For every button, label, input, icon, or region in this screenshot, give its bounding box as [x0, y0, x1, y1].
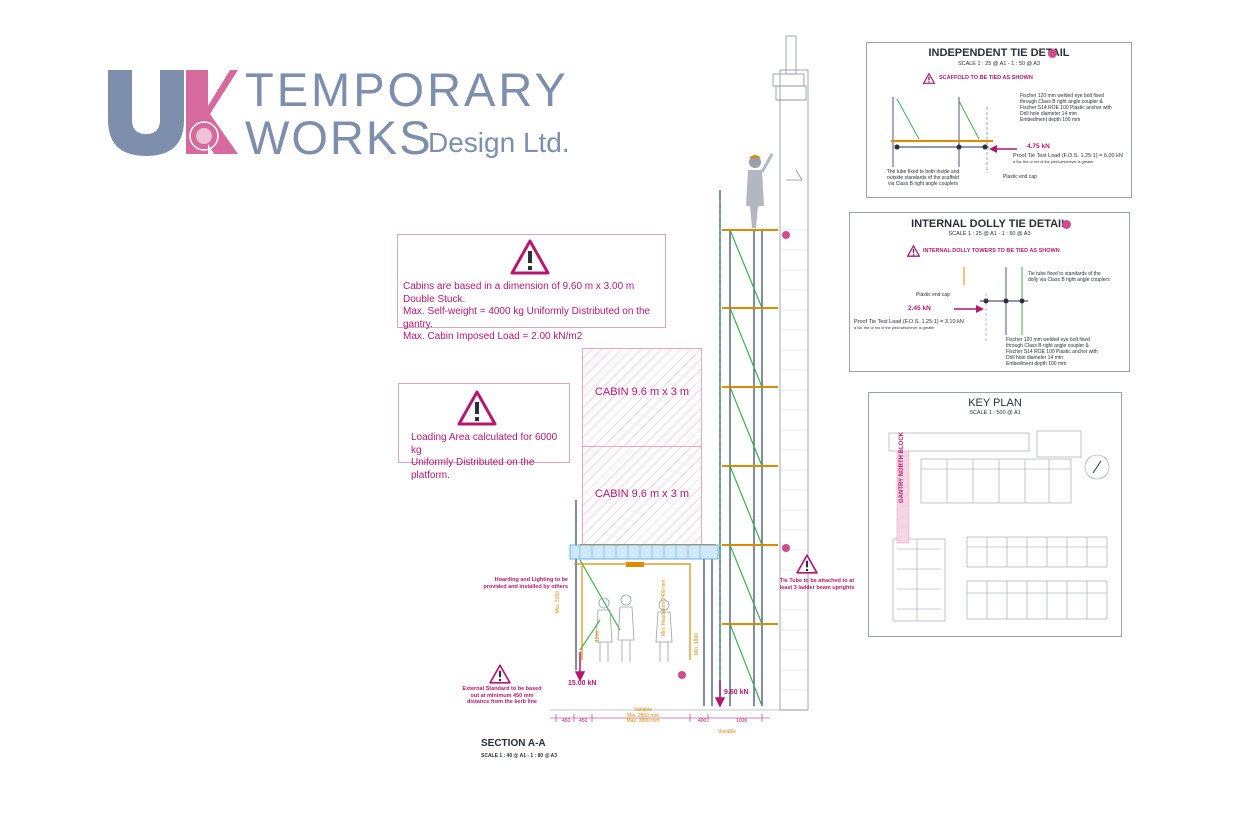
independent-tie-proof: Proof Tie Test Load (F.O.S. 1.25:1) = 6.…: [1013, 153, 1123, 165]
warning-icon: [489, 664, 511, 684]
chimney: [772, 35, 809, 711]
dim-variable-2: Variable: [718, 729, 736, 735]
dim-450-a: 450: [562, 718, 571, 724]
dolly-tie-warning: INTERNAL DOLLY TOWERS TO BE TIED AS SHOW…: [923, 248, 1060, 254]
independent-tie-proof-text: Proof Tie Test Load (F.O.S. 1.25:1) = 6.…: [1013, 153, 1123, 159]
independent-tie-plastic-cap: Plastic end cap: [1003, 174, 1037, 180]
dolly-tube-note-line2: dolly via Class B right angle couplers: [1028, 277, 1110, 283]
cabins-note-line1: Cabins are based in a dimension of 9.60 …: [403, 281, 635, 292]
dolly-tie-proof: Proof Tie Test Load (F.O.S. 1.25:1) = 3.…: [854, 319, 964, 331]
dim-variable: Variable: [634, 707, 652, 713]
warning-icon: [457, 390, 497, 426]
dim-height-left: Min. 3150: [555, 591, 561, 613]
dolly-tie-load: 2.45 kN: [908, 305, 931, 312]
cabins-note-line4: Max. Cabin Imposed Load = 2.00 kN/m2: [403, 331, 583, 342]
dim-450-b: 450: [579, 718, 588, 724]
section-drawing: [550, 35, 809, 722]
independent-tie-panel: INDEPENDENT TIE DETAIL SCALE 1 : 25 @ A1…: [866, 42, 1132, 198]
independent-tie-drawing: [891, 97, 1017, 173]
dolly-anchor-line3: Fischer S14 ROE 100 Plastic anchor with: [1006, 349, 1098, 355]
tube-note-line2: outside standards of the scaffold: [887, 175, 959, 181]
logo-text-works: WORKS: [245, 111, 433, 164]
loading-note-line1: Loading Area calculated for 6000 kg: [411, 432, 558, 456]
gantry-north-block-label: GANTRY NORTH BLOCK: [899, 432, 905, 503]
tie-note-line2: least 3 ladder beam uprights: [779, 584, 855, 591]
external-standard-note: External Standard to be based out at min…: [448, 686, 556, 706]
anchor-note-line5: Embedment depth 100 mm: [1020, 117, 1081, 123]
cabin-upper: CABIN 9.6 m x 3 m: [582, 348, 702, 448]
key-plan-panel: KEY PLAN SCALE 1 : 500 @ A1 GANTRY NORTH…: [868, 392, 1122, 637]
dolly-tie-anchor-note: Fischer 120 mm welded eye bolt fixed thr…: [1006, 337, 1098, 367]
tube-note-line3: via Class B right angle couplers: [887, 181, 959, 187]
logo-text-temporary: TEMPORARY: [245, 63, 569, 116]
independent-tie-proof-sub: a No. the or mo of the yield whichever i…: [1013, 160, 1094, 164]
dolly-anchor-line4: Drill hole diameter 14 mm: [1006, 355, 1063, 361]
section-title: SECTION A-A: [481, 738, 546, 749]
dim-variable-span: Variable Min. 2800 mm Max. 3800 mm: [618, 707, 668, 725]
hoarding-note-line2: provided and installed by others: [483, 583, 568, 590]
independent-tie-scale: SCALE 1 : 25 @ A1 - 1 : 50 @ A3: [957, 61, 1041, 67]
anchor-note-line2: through Class B right angle coupler &: [1020, 99, 1103, 105]
warning-icon: [907, 245, 920, 257]
company-logo-mark: [106, 66, 238, 158]
dolly-tube-note-line1: Tie tube fixed to standards of the: [1028, 271, 1101, 277]
marker-icon: [1048, 49, 1057, 58]
hoarding-note: Hoarding and Lighting to be provided and…: [462, 577, 568, 590]
tie-tube-note: Tie Tube to be attached to at least 3 la…: [762, 578, 872, 591]
cabin-lower-label: CABIN 9.6 m x 3 m: [594, 488, 690, 500]
dolly-tie-proof-text: Proof Tie Test Load (F.O.S. 1.25:1) = 3.…: [854, 319, 964, 325]
dolly-tie-drawing: [954, 267, 1028, 343]
dolly-anchor-line5: Embedment depth 100 mm: [1006, 361, 1067, 367]
cabin-upper-label: CABIN 9.6 m x 3 m: [594, 386, 690, 398]
dolly-anchor-line1: Fischer 120 mm welded eye bolt fixed: [1006, 337, 1090, 343]
dim-400: 400: [698, 718, 707, 724]
independent-tie-warning: SCAFFOLD TO BE TIED AS SHOWN: [939, 75, 1033, 81]
dolly-tie-panel: INTERNAL DOLLY TIE DETAIL SCALE 1 : 25 @…: [849, 212, 1130, 372]
marker-icon: [1062, 220, 1071, 229]
independent-tie-tube-note: The tube fixed to both inside and outsid…: [871, 169, 975, 187]
cabins-note-line2: Double Stuck.: [403, 293, 466, 305]
tube-note-line1: The tube fixed to both inside and: [886, 169, 960, 175]
independent-tie-anchor-note: Fischer 120 mm welded eye bolt fixed thr…: [1020, 93, 1112, 123]
cabins-note-box: Cabins are based in a dimension of 9.60 …: [397, 234, 666, 342]
dim-max: Max. 3800 mm: [626, 718, 660, 724]
external-note-line3: distance from the kerb line: [467, 699, 537, 705]
warning-icon: [796, 554, 818, 574]
anchor-note-line3: Fischer S14 ROE 100 Plastic anchor with: [1020, 105, 1112, 111]
dim-height-right: Min. 1800: [694, 633, 700, 655]
dolly-tie-scale: SCALE 1 : 25 @ A1 - 1 : 50 @ A3: [948, 231, 1031, 237]
dolly-tie-proof-sub: a No. the or mo of the yield whichever i…: [854, 326, 935, 330]
dim-height-small: 1200: [595, 630, 601, 642]
external-note-line2: out at minimum 450 mm: [470, 692, 534, 699]
independent-tie-title: INDEPENDENT TIE DETAIL: [928, 47, 1070, 59]
cabin-lower: CABIN 9.6 m x 3 m: [582, 446, 702, 546]
anchor-note-line1: Fischer 120 mm welded eye bolt fixed: [1020, 93, 1104, 99]
hoarding-note-line1: Hoarding and Lighting to be: [494, 577, 568, 583]
dim-min: Min. 2800 mm: [627, 712, 659, 719]
worker-figure: [746, 153, 774, 228]
independent-tie-load: 4.75 kN: [1027, 143, 1050, 150]
anchor-note-line4: Drill hole diameter 14 mm: [1020, 111, 1077, 117]
warning-icon: [510, 239, 550, 275]
key-plan-drawing: [888, 430, 1110, 622]
key-plan-title: KEY PLAN: [968, 397, 1022, 409]
dolly-tie-plastic-cap: Plastic end cap: [916, 292, 950, 298]
tie-note-line1: Tie Tube to be attached to at: [779, 578, 855, 584]
logo-text-design: Design Ltd.: [428, 127, 570, 158]
load-right-label: 9.60 kN: [724, 689, 749, 696]
dolly-tie-title: INTERNAL DOLLY TIE DETAIL: [911, 218, 1068, 230]
dolly-anchor-line2: through Class B right angle coupler &: [1006, 343, 1089, 349]
section-scale: SCALE 1 : 40 @ A1 - 1 : 80 @ A3: [481, 753, 558, 759]
load-left-label: 15.00 kN: [568, 680, 597, 687]
loading-note-box: Loading Area calculated for 6000 kg Unif…: [398, 383, 570, 481]
external-note-line1: External Standard to be based: [462, 686, 542, 692]
key-plan-scale: SCALE 1 : 500 @ A1: [969, 410, 1021, 416]
warning-icon: [923, 73, 935, 84]
dolly-tie-tube-note: Tie tube fixed to standards of the dolly…: [1028, 271, 1110, 283]
cabins-note-line3: Max. Self-weight = 4000 kg Uniformly Dis…: [403, 306, 651, 330]
dim-1000: 1000: [736, 718, 748, 724]
dim-headroom: Min. Headroom 2400 mm: [661, 579, 667, 636]
loading-note-line2: Uniformly Distributed on the platform.: [411, 457, 535, 481]
